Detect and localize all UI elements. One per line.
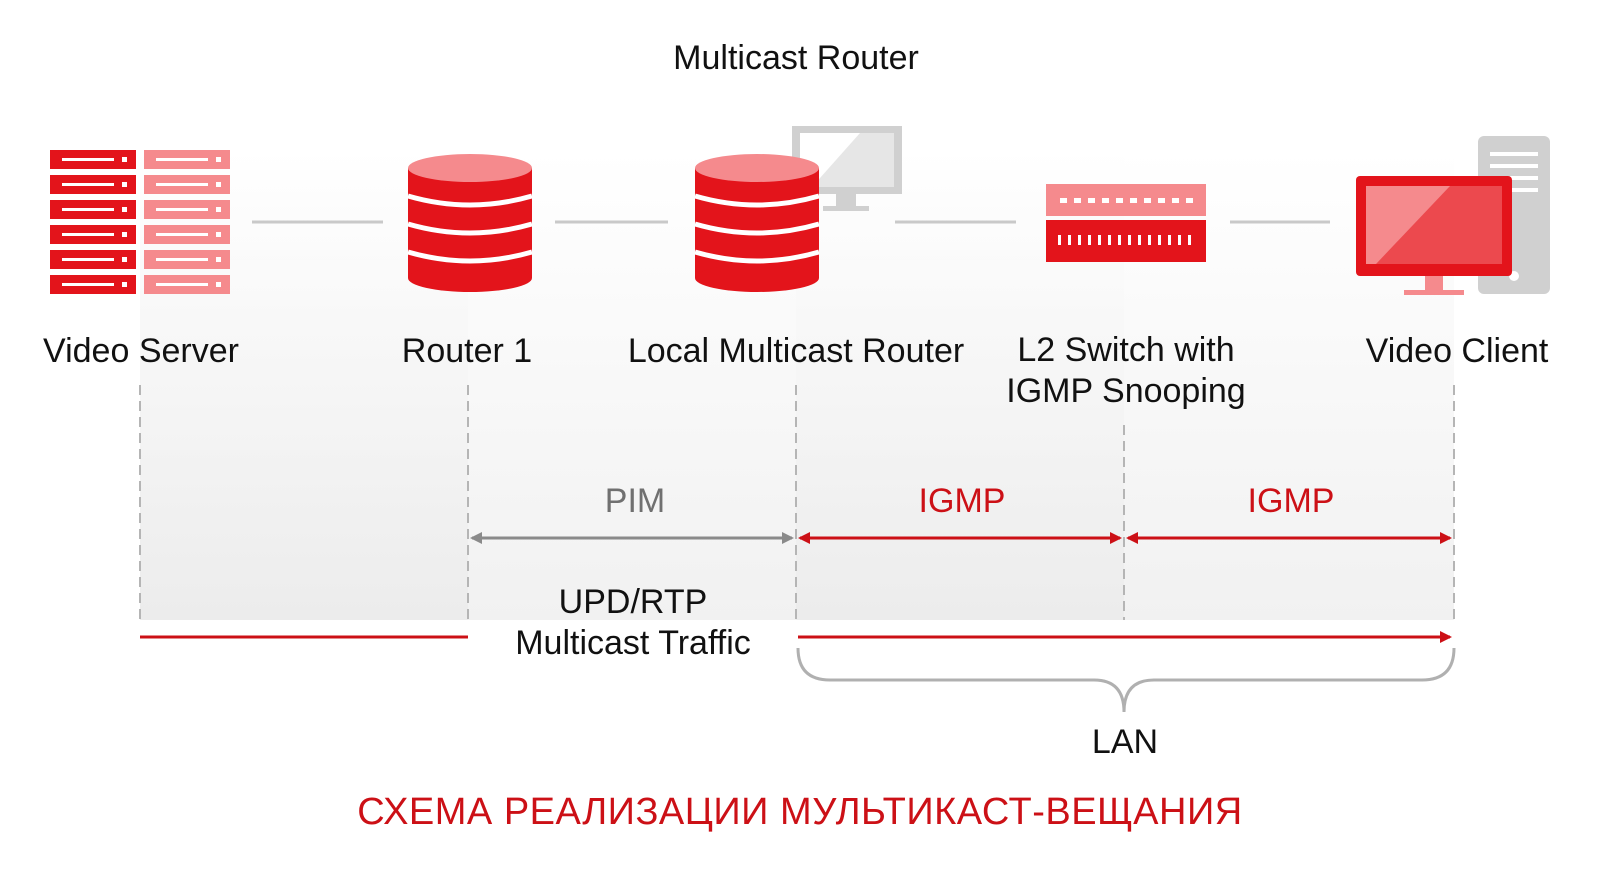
traffic-label-line1: UPD/RTP	[558, 583, 708, 621]
desktop-monitor-icon	[792, 126, 902, 211]
igmp-label-1: IGMP	[918, 482, 1006, 520]
router-icon	[407, 154, 533, 292]
video-server-label: Video Server	[43, 332, 239, 370]
lan-label: LAN	[1091, 723, 1159, 761]
l2-switch-label-line2: IGMP Snooping	[1006, 372, 1246, 410]
client-monitor-icon	[1356, 176, 1512, 295]
local-multicast-router-label: Local Multicast Router	[627, 332, 965, 370]
diagram-caption: СХЕМА РЕАЛИЗАЦИИ МУЛЬТИКАСТ-ВЕЩАНИЯ	[357, 791, 1243, 833]
video-client-label: Video Client	[1365, 332, 1549, 370]
l2-switch-label-line1: L2 Switch with	[1017, 331, 1235, 369]
pim-label: PIM	[604, 482, 666, 520]
local-router-icon	[694, 154, 820, 292]
igmp-label-2: IGMP	[1247, 482, 1335, 520]
traffic-label: UPD/RTP Multicast Traffic	[515, 582, 751, 664]
router-1-label: Router 1	[401, 332, 533, 370]
traffic-label-line2: Multicast Traffic	[515, 624, 751, 662]
dashed-verticals	[139, 385, 1455, 620]
network-switch-icon	[1046, 184, 1206, 262]
server-rack-icon	[50, 150, 230, 294]
multicast-router-title: Multicast Router	[673, 39, 919, 77]
lan-brace	[796, 647, 1456, 713]
l2-switch-label: L2 Switch with IGMP Snooping	[1006, 330, 1245, 412]
